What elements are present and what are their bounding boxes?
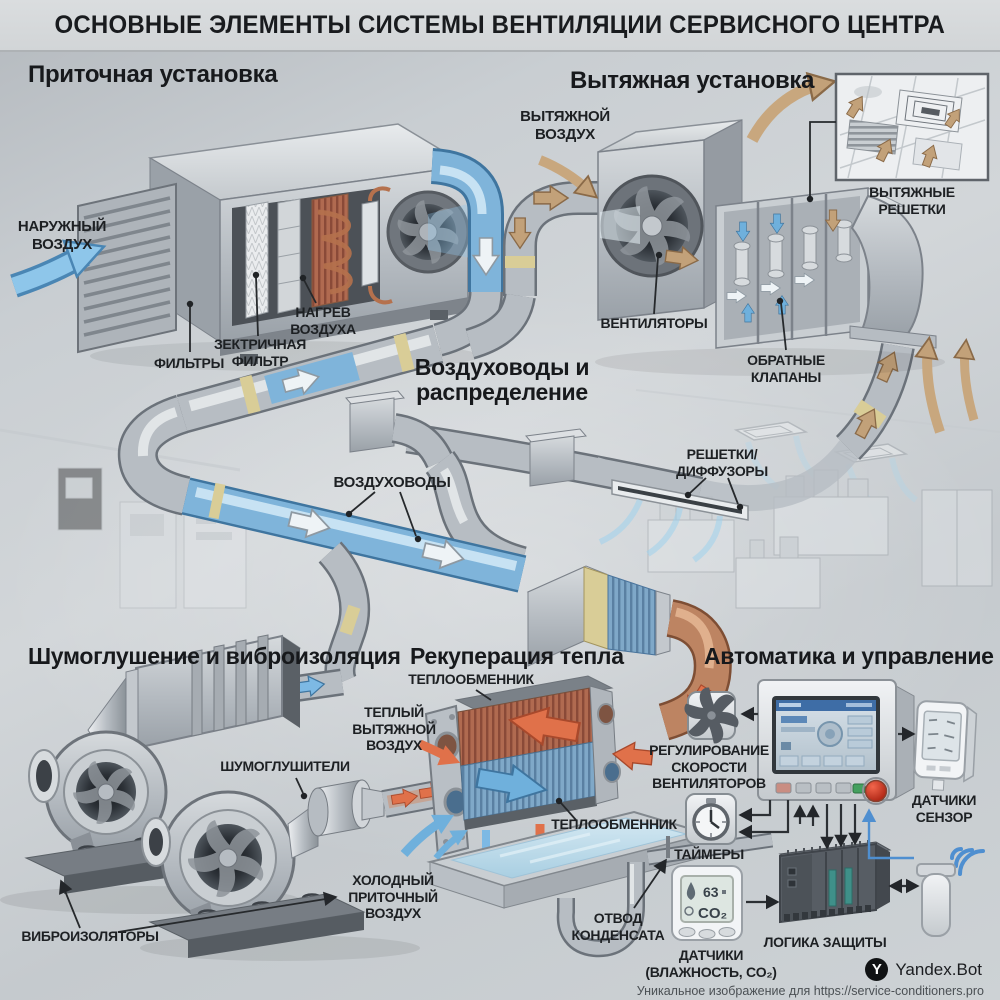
footer-note: Уникальное изображение для https://servi… [636,984,984,998]
duct-insulation-icon [583,566,609,650]
section-title-recovery: Рекуперация тепла [410,643,624,669]
label-heat-exchanger-top: ТЕПЛООБМЕННИК [408,671,534,687]
droplet-icon [686,882,696,900]
main-supply-duct [117,324,732,741]
label-timers: ТАЙМЕРЫ [674,846,744,862]
label-filters: ФИЛЬТРЫ [154,355,224,371]
label-fans: ВЕНТИЛЯТОРЫ [600,315,708,331]
noise-vibration-section [0,634,451,961]
cylindrical-silencer-icon [307,779,385,837]
panel-button[interactable] [775,782,792,794]
section-title-exhaust: Вытяжная установка [570,67,815,94]
section-title-supply: Приточная установка [28,61,278,88]
panel-button[interactable] [815,782,832,794]
section-title-ducts: Воздуховоды и распределение [414,354,590,406]
intake-louvers-icon [83,196,171,337]
control-panel [757,679,915,805]
check-valve-spools-icon [733,219,853,287]
label-air-ducts: ВОЗДУХОВОДЫ [333,474,451,491]
svg-text:63: 63 [703,884,719,900]
label-electric-filter: ЗЕКТРИЧНАЯ ФИЛЬТР [213,336,307,369]
heating-coil-icon [311,193,349,308]
label-sensor-wall: ДАТЧИКИ СЕНЗОР [911,792,977,825]
label-heat-exchanger-side: ТЕПЛООБМЕННИК [551,816,677,832]
svg-text:CO₂: CO₂ [698,905,727,922]
automation-connectors [738,706,920,910]
page-title: ОСНОВНЫЕ ЭЛЕМЕНТЫ СИСТЕМЫ ВЕНТИЛЯЦИИ СЕР… [54,10,946,39]
vibration-base-2 [148,893,366,958]
yandex-bot-logo-icon: Y [865,958,889,981]
label-exhaust-air: ВЫТЯЖНОЙ ВОЗДУХ [520,108,610,143]
label-air-heating: НАГРЕВ ВОЗДУХА [290,304,356,337]
wifi-icon [950,847,985,876]
exhaust-air-handling-unit [595,67,979,434]
brand-name: Yandex.Bot [895,959,982,979]
outdoor-air-arrow [10,227,112,298]
label-sensors-humidity-co2: ДАТЧИКИ (ВЛАЖНОСТЬ, CO₂) [645,947,777,980]
fan-speed-icon [681,685,742,746]
panel-button[interactable] [835,782,852,794]
wireless-sensor-icon [916,847,985,937]
label-exhaust-grilles: ВЫТЯЖНЫЕ РЕШЕТКИ [869,184,955,217]
heater-tube-icon [361,200,379,287]
label-silencers: ШУМОГЛУШИТЕЛИ [220,758,350,774]
heat-recovery-section [400,675,774,958]
brand-badge: Y Yandex.Bot [865,958,982,981]
wall-sensor-icon [913,700,978,791]
emergency-stop-button[interactable] [864,779,888,803]
label-grilles-diffusers: РЕШЕТКИ/ ДИФФУЗОРЫ [676,446,768,479]
exhaust-grilles-inset [834,72,990,182]
title-bar: ОСНОВНЫЕ ЭЛЕМЕНТЫ СИСТЕМЫ ВЕНТИЛЯЦИИ СЕР… [0,0,1000,52]
label-fan-speed-control: РЕГУЛИРОВАНИЕ СКОРОСТИ ВЕНТИЛЯТОРОВ [649,742,769,792]
panel-button-green[interactable] [852,783,866,794]
section-title-automation: Автоматика и управление [704,643,994,669]
label-vibration-isolators: ВИБРОИЗОЛЯТОРЫ [21,928,159,944]
filter-panel-icon [245,201,269,319]
humidity-co2-sensor-icon: 63 CO₂ [671,865,743,941]
timer-icon [685,793,737,845]
heat-exchanger-top-icon [454,675,614,713]
label-cold-supply-air: ХОЛОДНЫЙ ПРИТОЧНЫЙ ВОЗДУХ [348,872,438,922]
section-title-noise: Шумоглушение и виброизоляция [28,643,401,669]
silencer-baffles-icon [191,634,269,737]
supply-air-handling-unit [77,123,492,371]
label-check-valves: ОБРАТНЫЕ КЛАПАНЫ [747,352,825,385]
condensate-drain-pipe-icon [556,832,774,958]
label-outdoor-air: НАРУЖНЫЙ ВОЗДУХ [17,218,107,253]
label-warm-exhaust-air: ТЕПЛЫЙ ВЫТЯЖНОЙ ВОЗДУХ [352,704,436,754]
plc-icon [778,840,892,924]
panel-button[interactable] [795,782,812,794]
label-protection-logic: ЛОГИКА ЗАЩИТЫ [763,934,887,950]
duct-network [345,342,915,582]
leader-lines [53,121,836,933]
automation-section: 63 CO₂ [671,679,985,941]
supply-exhaust-elbows [430,148,600,360]
label-condensate-drain: ОТВОД КОНДЕНСАТА [571,910,665,943]
